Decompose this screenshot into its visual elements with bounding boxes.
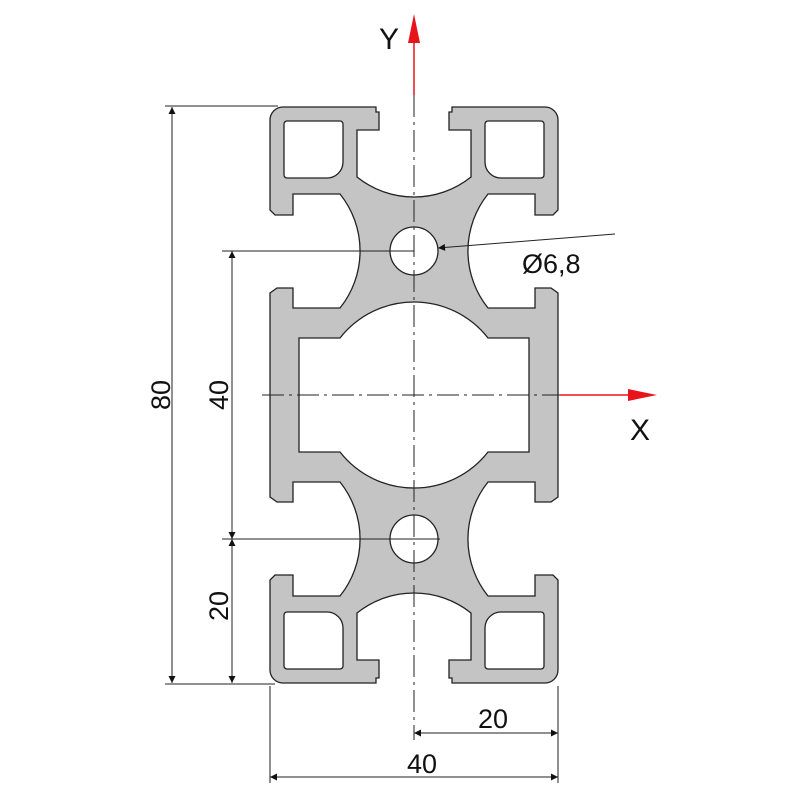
x-axis: X bbox=[560, 389, 657, 447]
dim-text-40-horizontal: 40 bbox=[407, 749, 437, 779]
y-axis-arrowhead bbox=[408, 14, 420, 43]
dim-text-80: 80 bbox=[146, 380, 176, 410]
y-axis: Y bbox=[379, 14, 420, 95]
y-axis-label: Y bbox=[379, 23, 399, 56]
corner-cavity bbox=[283, 120, 344, 179]
dim-text-20-vertical: 20 bbox=[204, 591, 234, 621]
extension-lines bbox=[165, 105, 559, 783]
profile-quadrant-fill bbox=[270, 107, 414, 395]
hole-diameter-text: Ø6,8 bbox=[522, 249, 581, 279]
profile-quadrant-outline bbox=[269, 106, 415, 395]
dim-text-40-vertical: 40 bbox=[204, 380, 234, 410]
x-axis-arrowhead bbox=[628, 389, 657, 401]
x-axis-label: X bbox=[630, 414, 650, 447]
dim-text-20-horizontal: 20 bbox=[478, 704, 508, 734]
hole-diameter-leader bbox=[437, 233, 616, 251]
